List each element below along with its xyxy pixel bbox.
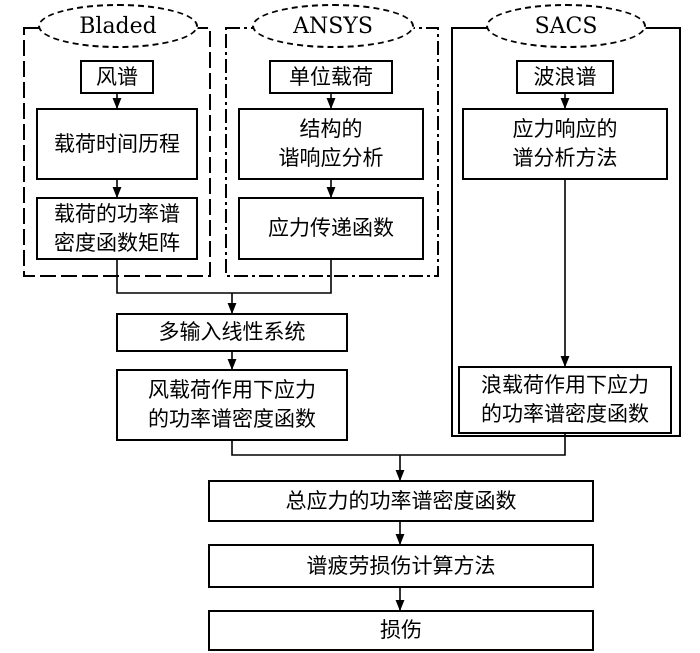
- load-time-history-text: 载荷时间历程: [54, 131, 180, 156]
- stress-transfer-text: 应力传递函数: [268, 216, 394, 241]
- wind-stress-psd-text: 风载荷作用下应力 的功率谱密度函数: [148, 378, 316, 431]
- ansys-source-label: ANSYS: [252, 4, 414, 48]
- ansys-source-text: ANSYS: [293, 13, 373, 39]
- merge-line-bottom: [231, 434, 566, 456]
- unit-load-text: 单位载荷: [289, 64, 373, 89]
- bladed-source-text: Bladed: [79, 13, 157, 39]
- wave-stress-psd-box: 浪载荷作用下应力 的功率谱密度函数: [458, 366, 672, 434]
- mimo-system-box: 多输入线性系统: [116, 313, 348, 352]
- total-stress-psd-box: 总应力的功率谱密度函数: [208, 480, 594, 522]
- wind-spectrum-box: 风谱: [80, 60, 154, 94]
- fatigue-method-text: 谱疲劳损伤计算方法: [306, 553, 496, 578]
- damage-box: 损伤: [208, 610, 594, 651]
- load-time-history-box: 载荷时间历程: [36, 108, 198, 180]
- sacs-source-label: SACS: [486, 4, 646, 48]
- wave-stress-psd-text: 浪载荷作用下应力 的功率谱密度函数: [481, 373, 649, 426]
- wave-spectrum-text: 波浪谱: [533, 64, 597, 89]
- unit-load-box: 单位载荷: [269, 60, 393, 94]
- stress-response-method-text: 应力响应的 谱分析方法: [512, 117, 618, 170]
- stress-transfer-box: 应力传递函数: [238, 197, 424, 260]
- fatigue-method-box: 谱疲劳损伤计算方法: [208, 544, 594, 588]
- harmonic-analysis-box: 结构的 谐响应分析: [238, 108, 424, 180]
- bladed-source-label: Bladed: [38, 4, 198, 48]
- wind-stress-psd-box: 风载荷作用下应力 的功率谱密度函数: [116, 369, 348, 441]
- harmonic-analysis-text: 结构的 谐响应分析: [278, 117, 384, 170]
- stress-response-method-box: 应力响应的 谱分析方法: [462, 108, 668, 180]
- load-psd-matrix-box: 载荷的功率谱 密度函数矩阵: [36, 197, 198, 260]
- sacs-source-text: SACS: [534, 13, 598, 39]
- wind-spectrum-text: 风谱: [96, 64, 138, 89]
- mimo-system-text: 多输入线性系统: [158, 320, 306, 345]
- total-stress-psd-text: 总应力的功率谱密度函数: [285, 488, 517, 513]
- wave-spectrum-box: 波浪谱: [516, 60, 614, 94]
- damage-text: 损伤: [380, 618, 422, 643]
- load-psd-matrix-text: 载荷的功率谱 密度函数矩阵: [54, 201, 180, 255]
- merge-line-top: [116, 260, 332, 294]
